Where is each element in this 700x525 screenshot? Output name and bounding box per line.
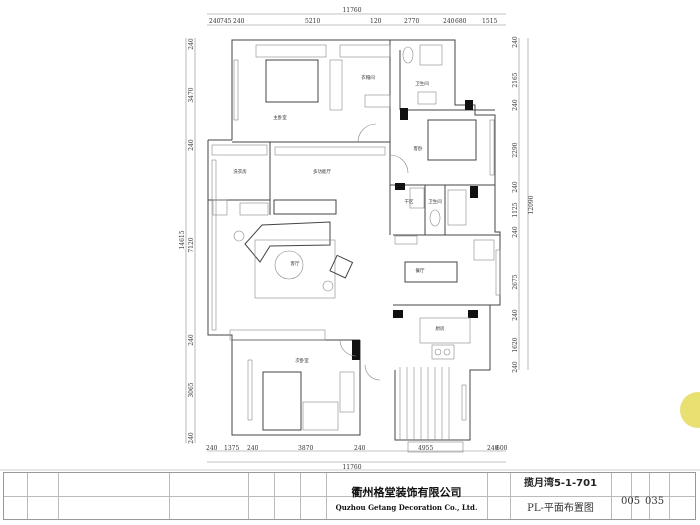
dimension-label: 240 [512,181,519,193]
bottom-dimensions: 11760 240 1375 240 3870 240 4955 240 600 [206,445,508,471]
dining-table [404,261,458,283]
dimension-label: 1125 [512,202,519,217]
second-bed [262,371,302,431]
dimension-label: 240 [188,38,195,50]
dimension-label: 240 [233,18,245,25]
dimension-label: 1515 [482,18,497,25]
dimension-label: 1620 [512,337,519,352]
room-labels: 主卧室 衣帽间 卫生间 客卧 洗衣房 多功能厅 干区 卫生间 客厅 餐厅 厨房 … [233,74,445,364]
right-dimensions: 12090 240 2165 240 2290 240 1125 240 267… [512,36,535,373]
dimension-label: 240 [443,18,455,25]
company-name: 衢州格堂装饰有限公司 Quzhou Getang Decoration Co.,… [326,472,487,520]
dimension-label: 240 [512,99,519,111]
room-multi-hall: 多功能厅 [313,168,331,175]
columns [352,100,478,360]
stairs [399,367,464,453]
dimension-label: 1375 [224,445,239,452]
dimension-label: 2165 [512,72,519,87]
dimension-label: 240 [487,445,499,452]
dimension-label: 5210 [305,18,320,25]
title-row-divider [4,496,695,497]
dimension-label: 2675 [512,274,519,289]
sofa [244,221,331,263]
room-bathroom-2: 卫生间 [428,198,442,205]
room-living: 客厅 [291,260,300,267]
dimension-label: 240 [512,226,519,238]
drawing-name: PL-平面布置图 [527,503,594,514]
dimension-label: 2290 [512,142,519,157]
dimension-label: 4955 [418,445,433,452]
room-dining: 餐厅 [416,267,425,274]
dimension-label: 7120 [188,237,195,252]
dimension-label: 240 [512,36,519,48]
company-name-en: Quzhou Getang Decoration Co., Ltd. [335,503,478,512]
furniture [211,44,495,431]
room-kitchen: 厨房 [436,325,445,332]
left-dimensions: 14615 240 3470 240 7120 240 3065 240 [179,38,196,444]
room-guest-bedroom: 客卧 [414,145,423,152]
toilet [402,46,414,64]
room-laundry: 洗衣房 [233,168,247,175]
armchair [329,254,354,279]
bottom-total-dimension: 11760 [342,464,361,471]
room-dry-area: 干区 [405,199,414,205]
dimension-label: 3065 [188,382,195,397]
room-cloakroom: 衣帽间 [361,74,375,81]
stove [431,344,455,360]
dimension-label: 3870 [298,445,313,452]
room-bathroom-1: 卫生间 [415,80,429,87]
windows [211,59,501,421]
dimension-label: 240 [247,445,259,452]
page-number: 005 [621,496,641,507]
dimension-label: 240 [188,139,195,151]
company-logo [680,392,700,428]
dimension-label: 680 [455,18,467,25]
room-second-bedroom: 次卧室 [295,357,309,364]
company-name-cn: 衢州格堂装饰有限公司 [351,486,462,499]
walls [207,39,501,441]
top-dimensions: 11760 240 745 240 5210 120 2770 240 680 … [207,7,506,26]
dimension-label: 240 [188,334,195,346]
bar-counter [273,199,337,215]
dimension-label: 745 [220,18,232,25]
dimension-label: 240 [354,445,366,452]
dimension-label: 240 [512,361,519,373]
dimension-label: 240 [188,432,195,444]
dimension-label: 240 [206,445,218,452]
room-master-bedroom: 主卧室 [273,114,287,121]
dimension-label: 600 [496,445,508,452]
left-total-dimension: 14615 [179,230,186,249]
doors [339,123,409,381]
dimension-label: 120 [370,18,382,25]
right-total-dimension: 12090 [528,195,535,214]
dimension-label: 3470 [188,87,195,102]
total-pages: 035 [645,496,665,507]
title-block [3,472,696,520]
top-total-dimension: 11760 [342,7,361,14]
master-bed [265,59,319,103]
dimension-label: 240 [512,309,519,321]
dimension-label: 2770 [404,18,419,25]
project-name: 揽月湾5-1-701 [523,478,598,489]
guest-bed [427,119,477,161]
dimension-label: 240 [209,18,221,25]
